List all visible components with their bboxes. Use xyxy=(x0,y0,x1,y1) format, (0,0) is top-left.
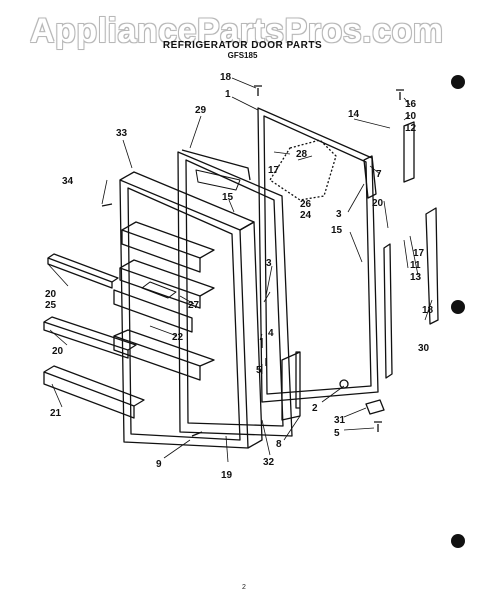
callout-5: 18 xyxy=(220,72,232,83)
callout-20: 20 xyxy=(52,346,64,357)
callout-7: 7 xyxy=(376,169,382,180)
callout-17: 17 xyxy=(413,248,425,259)
callout-34: 34 xyxy=(62,176,74,187)
callout-31: 31 xyxy=(334,415,346,426)
callout-25: 25 xyxy=(45,300,57,311)
door-frame xyxy=(257,107,379,403)
callout-24: 24 xyxy=(300,210,312,221)
callout-15: 15 xyxy=(331,225,343,236)
callout-30: 30 xyxy=(418,343,430,354)
diagram-title: REFRIGERATOR DOOR PARTS xyxy=(162,40,323,51)
part-callouts: 18 1 29 33 34 14 16 10 12 28 17 7 15 26 … xyxy=(45,72,434,481)
callout-20: 20 xyxy=(45,289,57,300)
page-mark: 2 xyxy=(242,584,246,591)
callout-16: 16 xyxy=(405,99,417,110)
callout-5: 5 xyxy=(334,428,340,439)
binder-hole xyxy=(451,75,465,89)
model-number: GFS185 xyxy=(227,51,258,60)
watermark-text: AppliancePartsPros.com xyxy=(30,12,444,50)
callout-13: 13 xyxy=(410,272,422,283)
callout-22: 20 xyxy=(372,198,384,209)
callout-9: 9 xyxy=(156,459,162,470)
callout-26: 26 xyxy=(300,199,312,210)
callout-5: 5 xyxy=(256,365,262,376)
callout-3: 3 xyxy=(266,258,272,269)
callout-14: 14 xyxy=(348,109,360,120)
callout-10: 10 xyxy=(405,111,417,122)
leader-lines xyxy=(47,77,433,463)
door-gasket xyxy=(177,149,293,437)
callout-21: 21 xyxy=(50,408,62,419)
callout-8: 8 xyxy=(276,439,282,450)
callout-1: 1 xyxy=(225,89,231,100)
callout-23: 22 xyxy=(172,332,184,343)
callout-33: 33 xyxy=(116,128,128,139)
callout-19: 19 xyxy=(221,470,233,481)
callout-17: 17 xyxy=(268,165,280,176)
callout-3: 3 xyxy=(336,209,342,220)
callout-32: 32 xyxy=(263,457,275,468)
callout-15: 15 xyxy=(222,192,234,203)
binder-hole xyxy=(451,534,465,548)
hinge-hardware xyxy=(269,121,439,421)
door-shelves xyxy=(113,221,215,381)
callout-11: 11 xyxy=(410,260,421,271)
callout-12: 12 xyxy=(405,123,417,134)
removable-shelves xyxy=(43,253,145,419)
callout-2: 2 xyxy=(312,403,318,414)
callout-29: 29 xyxy=(195,105,207,116)
callout-28: 28 xyxy=(296,149,308,160)
callout-27: 27 xyxy=(188,300,200,311)
screws xyxy=(101,85,404,437)
callout-4: 4 xyxy=(268,328,274,339)
door-liner xyxy=(119,171,263,449)
binder-hole xyxy=(451,300,465,314)
callout-18: 18 xyxy=(422,305,434,316)
